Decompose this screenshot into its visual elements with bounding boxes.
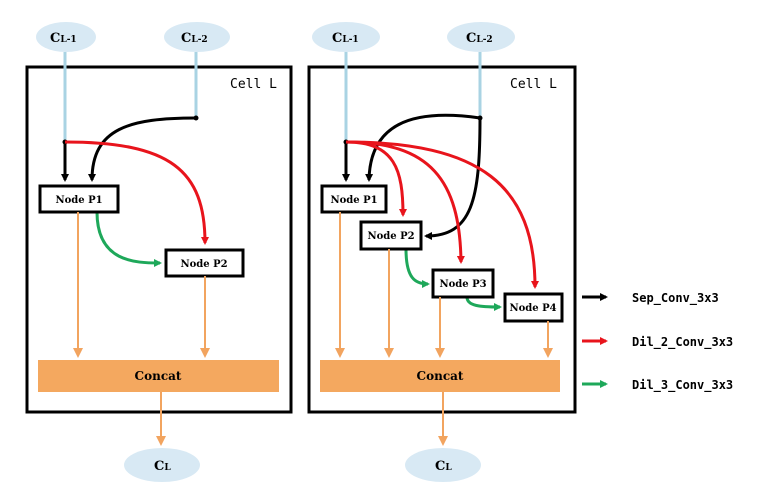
- right-output-label: C: [435, 459, 445, 474]
- left-node-p2-label: Node P2: [180, 259, 227, 270]
- right-dil2-arrow-p4: [345, 140, 539, 289]
- right-concat-label: Concat: [417, 369, 464, 383]
- legend-label-dil2-conv: Dil_2_Conv_3x3: [632, 335, 733, 350]
- right-input-c-l-1: CL-1: [312, 22, 380, 52]
- svg-text:CL-1: CL-1: [50, 31, 77, 46]
- svg-text:CL: CL: [154, 459, 171, 474]
- legend-label-dil3-conv: Dil_3_Conv_3x3: [632, 378, 733, 393]
- right-output-sub: L: [445, 463, 452, 473]
- right-output-c-l: CL: [405, 448, 481, 482]
- right-node-p1: Node P1: [320, 184, 388, 214]
- right-cell-title: Cell L: [510, 77, 557, 92]
- svg-text:CL-1: CL-1: [332, 31, 359, 46]
- svg-text:CL-2: CL-2: [466, 31, 493, 46]
- legend: Sep_Conv_3x3 Dil_2_Conv_3x3 Dil_3_Conv_3…: [582, 291, 733, 393]
- right-node-p2-label: Node P2: [367, 231, 414, 242]
- left-concat: Concat: [38, 360, 279, 392]
- left-input-c-l-1-sub: L-1: [60, 35, 76, 45]
- left-dil2-arrow: [64, 140, 209, 245]
- left-input-c-l-1-label: C: [50, 31, 60, 46]
- left-node-p1-label: Node P1: [55, 195, 102, 206]
- left-output-c-l: CL: [124, 448, 200, 482]
- right-concat: Concat: [320, 360, 560, 392]
- right-input-c-l-1-label: C: [332, 31, 342, 46]
- left-input-c-l-2-sub: L-2: [191, 35, 207, 45]
- left-cell-title: Cell L: [230, 77, 277, 92]
- right-node-p3: Node P3: [431, 268, 495, 299]
- right-cell: Cell L CL-1 CL-2 Node P1 Nod: [307, 22, 577, 482]
- right-sep-arrow-3: [424, 117, 482, 240]
- right-node-p2: Node P2: [359, 220, 423, 251]
- left-cell-frame: [25, 65, 293, 414]
- left-sep-arrow-2: [88, 116, 197, 182]
- legend-item-dil3-conv: Dil_3_Conv_3x3: [582, 378, 733, 393]
- right-node-p4-label: Node P4: [509, 303, 556, 314]
- left-dil3-arrow: [95, 211, 162, 267]
- right-node-p3-label: Node P3: [439, 279, 486, 290]
- left-cell: Cell L CL-1 CL-2 Node P1 Node P2: [25, 22, 293, 482]
- right-node-p1-label: Node P1: [330, 195, 377, 206]
- svg-text:CL: CL: [435, 459, 452, 474]
- right-dil3-arrow-p3: [404, 248, 430, 288]
- left-input-c-l-2: CL-2: [164, 22, 230, 52]
- legend-label-sep-conv: Sep_Conv_3x3: [632, 291, 719, 306]
- left-node-p2: Node P2: [164, 248, 245, 278]
- svg-text:CL-2: CL-2: [181, 31, 208, 46]
- right-node-p4: Node P4: [503, 292, 564, 323]
- legend-item-dil2-conv: Dil_2_Conv_3x3: [582, 335, 733, 350]
- right-input-c-l-1-sub: L-1: [342, 35, 358, 45]
- right-input-c-l-2-label: C: [466, 31, 476, 46]
- right-sep-arrow-2: [365, 113, 481, 182]
- left-input-c-l-1: CL-1: [36, 22, 96, 52]
- left-output-sub: L: [164, 463, 171, 473]
- legend-item-sep-conv: Sep_Conv_3x3: [582, 291, 719, 306]
- left-concat-label: Concat: [135, 369, 182, 383]
- left-output-label: C: [154, 459, 164, 474]
- left-input-c-l-2-label: C: [181, 31, 191, 46]
- right-input-c-l-2-sub: L-2: [476, 35, 492, 45]
- right-input-c-l-2: CL-2: [447, 22, 515, 52]
- right-dil3-arrow-p4: [465, 296, 502, 311]
- left-node-p1: Node P1: [38, 184, 120, 214]
